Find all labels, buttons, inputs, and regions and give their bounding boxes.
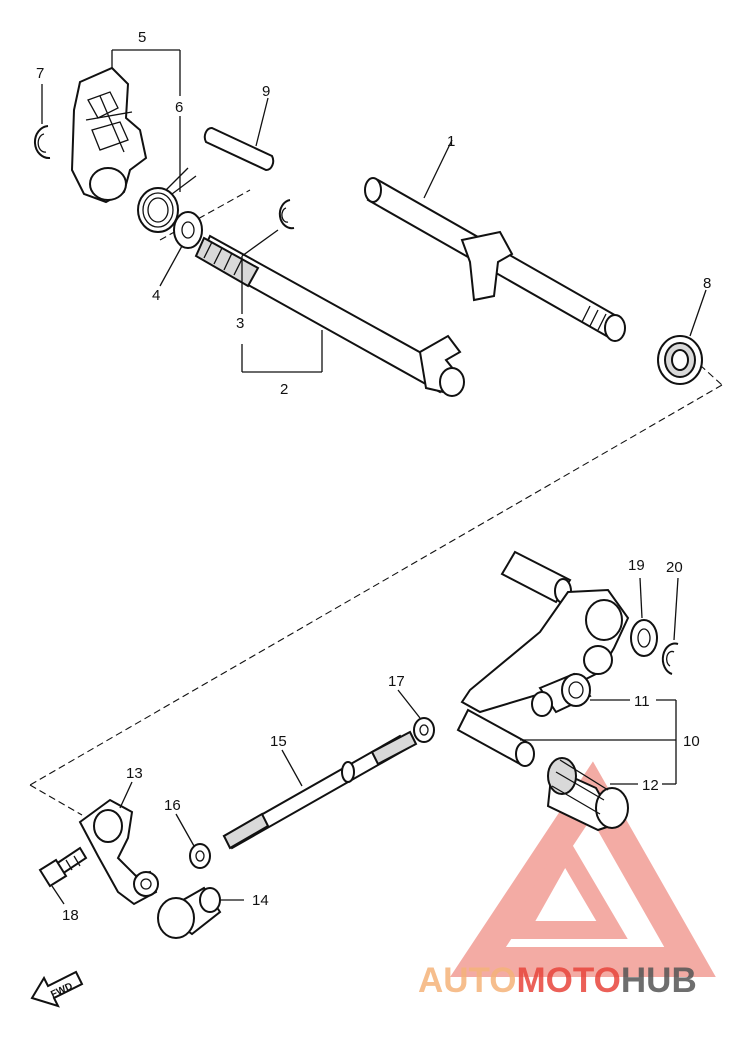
callout-1: 1 <box>447 133 455 150</box>
part-14-joint-boot <box>157 886 222 939</box>
part-8-bearing <box>657 335 703 385</box>
callout-7: 7 <box>36 65 44 82</box>
fwd-arrow-icon: FWD <box>30 970 84 1008</box>
part-20-circlip <box>661 642 679 675</box>
part-16-nut <box>189 843 211 869</box>
watermark-part3: HUB <box>621 961 697 1000</box>
watermark-triangle-outer <box>450 761 716 977</box>
watermark-text: AUTOMOTOHUB <box>418 961 697 1000</box>
dashed-guide-line-4 <box>29 784 83 816</box>
watermark-part2: MOTO <box>517 961 621 1000</box>
callout-20: 20 <box>666 559 683 576</box>
callout-11: 11 <box>634 693 650 710</box>
callout-4: 4 <box>152 287 160 304</box>
part-shaft-end-lower <box>500 550 572 604</box>
part-10-pedal-arm <box>456 588 630 767</box>
part-6-spring <box>137 167 197 233</box>
leader-lines <box>41 49 707 905</box>
part-11-collar <box>531 672 592 717</box>
callout-9: 9 <box>262 83 270 100</box>
part-1-shaft <box>364 177 626 342</box>
part-9-pin <box>203 127 275 171</box>
callout-3: 3 <box>236 315 244 332</box>
callout-19: 19 <box>628 557 645 574</box>
callout-10: 10 <box>683 733 700 750</box>
part-17-nut <box>413 717 435 743</box>
watermark-part1: AUTO <box>418 961 517 1000</box>
dashed-guide-line-2 <box>29 384 723 786</box>
callout-13: 13 <box>126 765 143 782</box>
part-18-bolt <box>38 846 88 888</box>
callout-18: 18 <box>62 907 79 924</box>
part-19-washer <box>630 619 658 657</box>
part-15-tie-rod <box>222 730 418 850</box>
part-12-rubber-pedal <box>546 757 629 832</box>
callout-6: 6 <box>175 99 183 116</box>
part-13-shift-arm <box>78 798 159 906</box>
part-4-washer <box>173 211 203 249</box>
part-5-shift-arm-plate <box>70 66 148 204</box>
part-3-circlip <box>278 199 295 230</box>
part-7-clip <box>34 125 51 160</box>
watermark-triangle-inner <box>504 831 628 939</box>
callout-5: 5 <box>138 29 146 46</box>
callout-16: 16 <box>164 797 181 814</box>
callout-12: 12 <box>642 777 659 794</box>
callout-17: 17 <box>388 673 405 690</box>
callout-15: 15 <box>270 733 287 750</box>
callout-8: 8 <box>703 275 711 292</box>
watermark-logo <box>450 761 716 977</box>
dashed-guide-line-3 <box>699 364 723 386</box>
callout-14: 14 <box>252 892 269 909</box>
callout-2: 2 <box>280 381 288 398</box>
